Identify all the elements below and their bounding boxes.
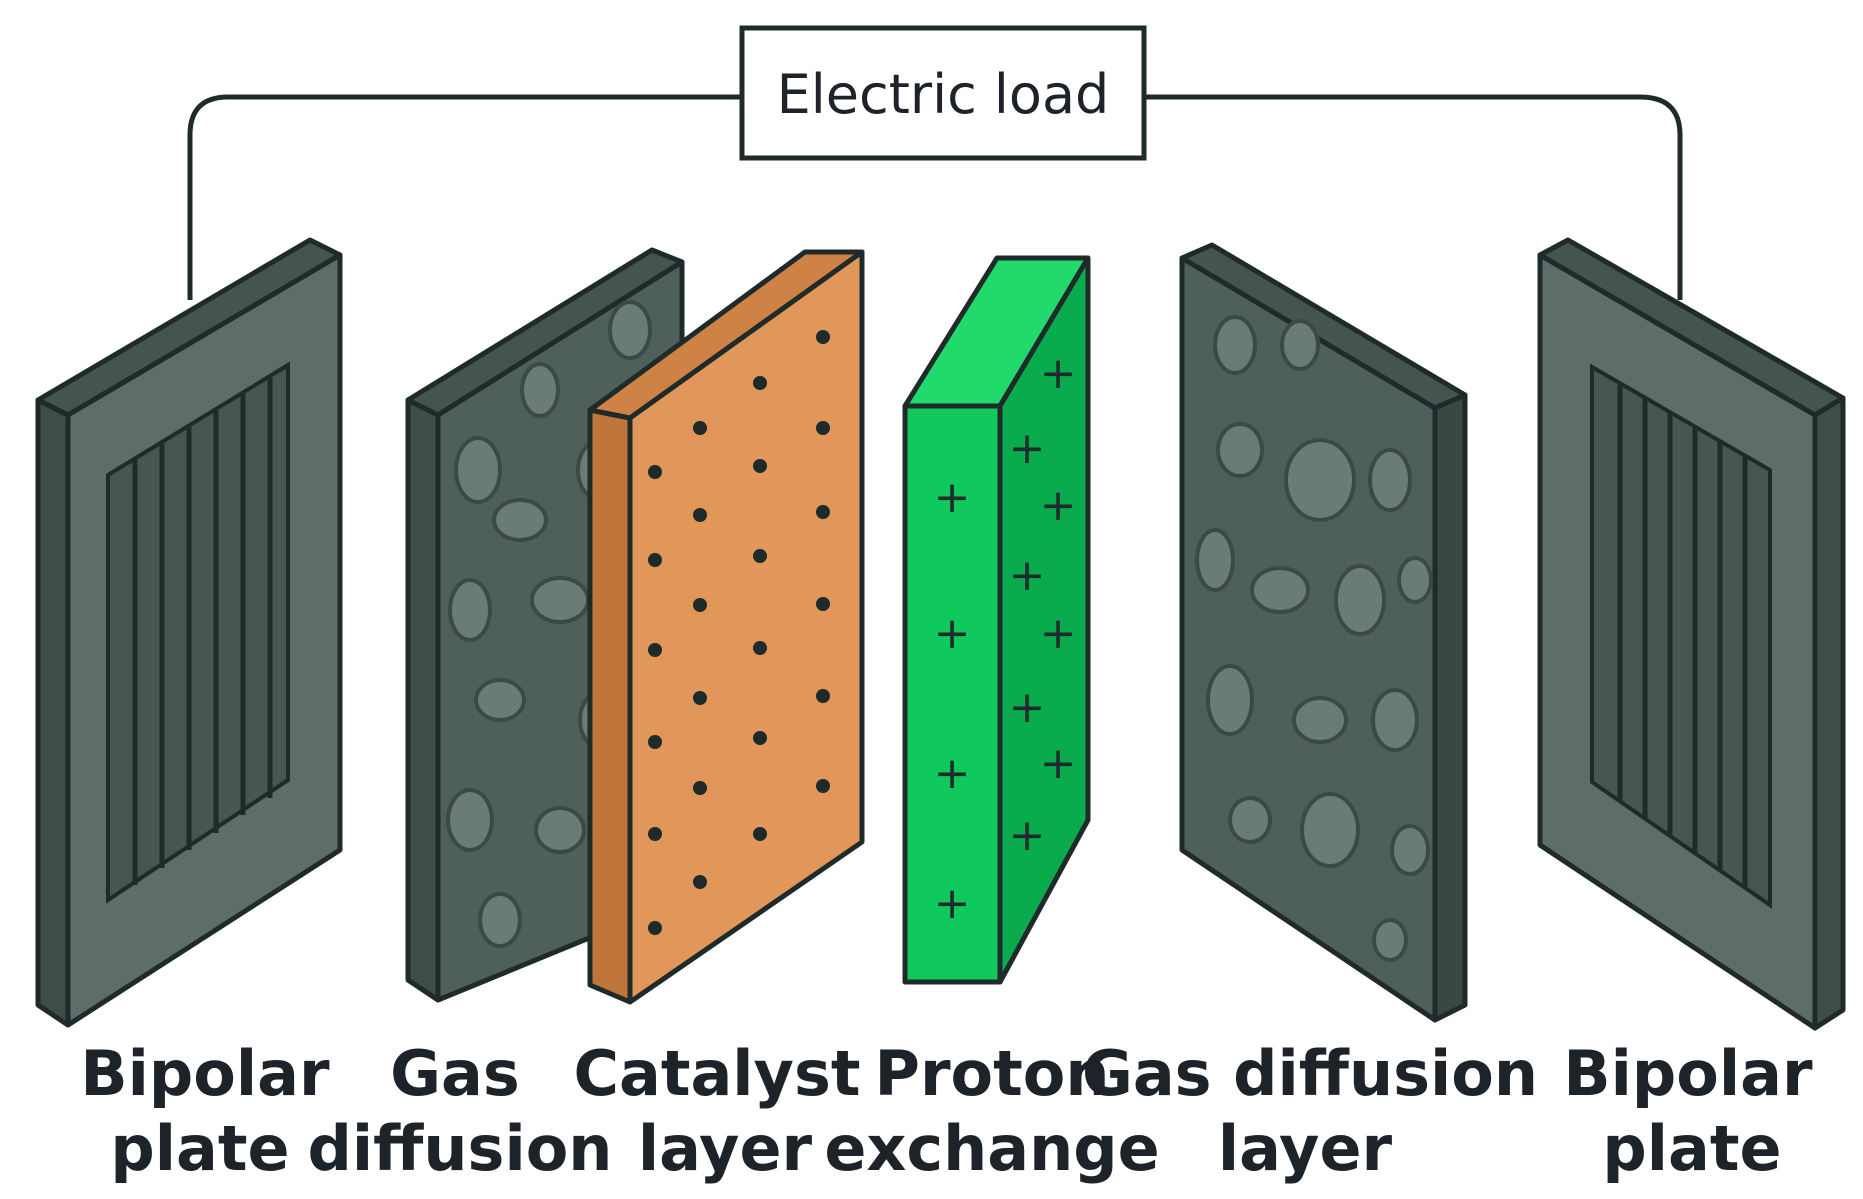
label-right-bipolar-line1: Bipolar [1563, 1037, 1813, 1110]
left-gas-diffusion-pores [446, 300, 668, 948]
right-gas-diffusion-pores [1195, 315, 1433, 962]
label-right-gas-diffusion-line1: Gas diffusion [1082, 1037, 1538, 1110]
svg-text:+: + [1040, 738, 1077, 789]
label-left-gas-diffusion-line2: diffusion [308, 1112, 613, 1185]
left-bipolar-plate [35, 237, 343, 1028]
label-proton-exchange-line2: exchange [824, 1112, 1159, 1185]
membrane-plus-signs: + + + + + + + + + + + + [934, 348, 1077, 929]
svg-text:+: + [1040, 608, 1077, 659]
right-bipolar-channels [1617, 383, 1748, 888]
svg-text:+: + [1040, 348, 1077, 399]
right-gas-diffusion-layer [1179, 242, 1468, 1023]
svg-text:+: + [934, 748, 971, 799]
svg-text:+: + [1009, 423, 1046, 474]
label-catalyst-line2: layer [638, 1112, 813, 1185]
left-bipolar-channels [132, 378, 273, 885]
catalyst-layer [587, 249, 865, 1005]
label-left-bipolar-line2: plate [110, 1112, 289, 1185]
electric-load-label: Electric load [777, 63, 1110, 126]
component-labels: Bipolar plate Gas diffusion Catalyst lay… [80, 1037, 1813, 1185]
right-bipolar-plate [1537, 237, 1846, 1031]
svg-text:+: + [934, 472, 971, 523]
label-right-gas-diffusion-line2: layer [1218, 1112, 1393, 1185]
label-right-bipolar-line2: plate [1602, 1112, 1781, 1185]
svg-text:+: + [934, 878, 971, 929]
label-left-gas-diffusion-line1: Gas [390, 1037, 520, 1110]
svg-text:+: + [1040, 480, 1077, 531]
svg-text:+: + [1009, 810, 1046, 861]
svg-text:+: + [1009, 682, 1046, 733]
proton-exchange-membrane: + + + + + + + + + + + + [902, 255, 1091, 985]
electric-load-box: Electric load [739, 25, 1147, 161]
label-catalyst-line1: Catalyst [573, 1037, 860, 1110]
label-proton-exchange-line1: Proton [875, 1037, 1110, 1110]
catalyst-dots [648, 330, 830, 935]
label-left-bipolar-line1: Bipolar [80, 1037, 330, 1110]
circuit-wire [187, 94, 1683, 300]
svg-text:+: + [934, 608, 971, 659]
svg-text:+: + [1009, 550, 1046, 601]
